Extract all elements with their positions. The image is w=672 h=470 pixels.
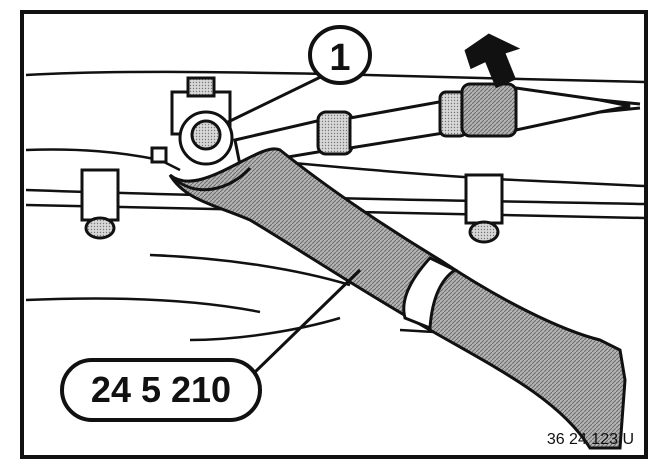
figure-reference: 36 24 123 U [547, 431, 634, 448]
tool-callout-label: 24 5 210 [91, 369, 231, 410]
special-tool [168, 147, 627, 450]
leader-line-tool [253, 268, 362, 374]
part-callout-label: 1 [329, 37, 350, 79]
part-callout: 1 [308, 25, 372, 85]
tool-callout: 24 5 210 [60, 358, 262, 422]
tie-rod [233, 82, 641, 167]
left-clamp [80, 168, 120, 240]
ball-joint [150, 76, 234, 166]
right-clamp [464, 173, 504, 244]
leader-line-part [227, 68, 336, 124]
arrow-pointer-icon [464, 33, 521, 89]
